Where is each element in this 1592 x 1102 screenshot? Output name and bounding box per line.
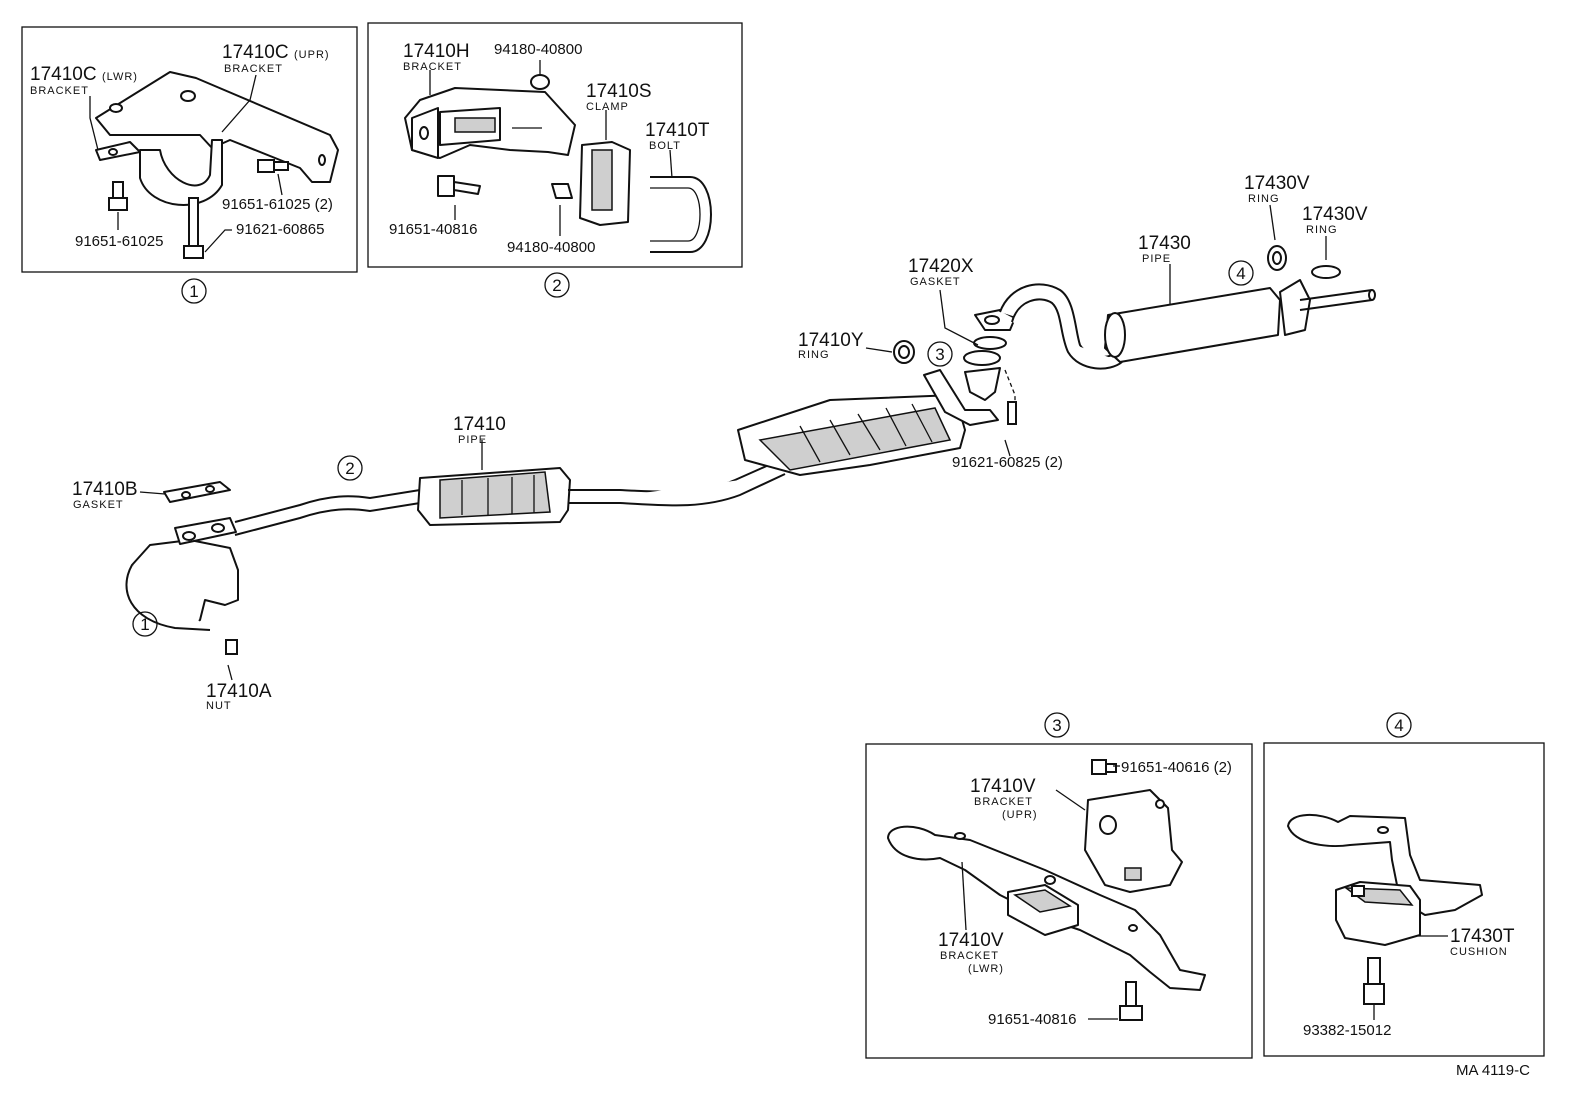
part-17430v-b-name: RING (1306, 224, 1338, 236)
part-17410v-lwr-number: 17410V (938, 930, 1004, 951)
part-17410s-name: CLAMP (586, 101, 629, 113)
front-pipe-drawing (125, 481, 421, 655)
part-17430-number: 17430 (1138, 233, 1191, 254)
callout-4-main-number: 4 (1236, 264, 1245, 283)
part-17410v-lwr-name: BRACKET (940, 950, 999, 962)
part-17410c-lwr-number: 17410C (30, 64, 97, 85)
muffler-drawing (737, 340, 1017, 476)
catalytic-pipe-17410-drawing (417, 459, 786, 526)
part-94180-40800-b: 94180-40800 (507, 239, 595, 256)
callout-2-main-number: 2 (345, 459, 354, 478)
bracket-17410c-drawing (95, 71, 339, 259)
part-17430t-name: CUSHION (1450, 946, 1508, 958)
part-17420x-name: GASKET (910, 276, 961, 288)
cushion-17430t-drawing (1287, 813, 1483, 1005)
part-17410t-name: BOLT (649, 140, 681, 152)
part-93382-15012: 93382-15012 (1303, 1022, 1391, 1039)
callout-4-box-number: 4 (1394, 716, 1403, 735)
part-91621-60865: 91621-60865 (236, 221, 324, 238)
callout-1-top: 1 (181, 278, 207, 304)
part-91621-60825: 91621-60825 (2) (952, 454, 1063, 471)
part-17410c-upr-suffix: (UPR) (294, 49, 330, 61)
detail-box-3 (865, 743, 1253, 1059)
part-17410-number: 17410 (453, 414, 506, 435)
part-91651-61025: 91651-61025 (75, 233, 163, 250)
callout-1-main: 1 (132, 611, 158, 637)
part-17410b-number: 17410B (72, 479, 138, 500)
callout-1-top-number: 1 (189, 282, 198, 301)
part-17410h-name: BRACKET (403, 61, 462, 73)
callout-3-main: 3 (927, 341, 953, 367)
part-17410v-upr-number: 17410V (970, 776, 1036, 797)
part-17410c-upr-number: 17410C (222, 42, 289, 63)
part-17410v-lwr-suffix: (LWR) (968, 963, 1004, 975)
part-17410c-lwr-suffix: (LWR) (102, 71, 138, 83)
part-91651-40816-a: 91651-40816 (389, 221, 477, 238)
part-17430v-b-number: 17430V (1302, 204, 1368, 225)
part-17430v-a-name: RING (1248, 193, 1280, 205)
part-17430v-a-number: 17430V (1244, 173, 1310, 194)
part-17410b-name: GASKET (73, 499, 124, 511)
part-91651-40816-b: 91651-40816 (988, 1011, 1076, 1028)
detail-box-4 (1263, 742, 1545, 1057)
detail-box-1 (21, 26, 358, 273)
part-17430t-number: 17430T (1450, 926, 1515, 947)
part-17410a-number: 17410A (206, 681, 272, 702)
part-94180-40800-a: 94180-40800 (494, 41, 582, 58)
part-17410c-upr-name: BRACKET (224, 63, 283, 75)
callout-2-top-number: 2 (552, 276, 561, 295)
callout-2-main: 2 (337, 455, 363, 481)
part-17410c-lwr-name: BRACKET (30, 85, 89, 97)
callout-1-main-number: 1 (140, 615, 149, 634)
tail-pipe-17430-drawing (973, 245, 1376, 370)
detail-box-2 (367, 22, 743, 268)
part-17410-name: PIPE (458, 434, 487, 446)
part-17410v-upr-suffix: (UPR) (1002, 809, 1038, 821)
part-17410h-number: 17410H (403, 41, 470, 62)
part-17410y-number: 17410Y (798, 330, 864, 351)
callout-4-box: 4 (1386, 712, 1412, 738)
part-17410v-upr-name: BRACKET (974, 796, 1033, 808)
callout-3-main-number: 3 (935, 345, 944, 364)
part-17410y-name: RING (798, 349, 830, 361)
bracket-17410v-drawing (887, 759, 1206, 1021)
part-17420x-number: 17420X (908, 256, 974, 277)
part-17410a-name: NUT (206, 700, 232, 712)
callout-3-box-number: 3 (1052, 716, 1061, 735)
callout-2-top: 2 (544, 272, 570, 298)
bracket-17410h-drawing (404, 74, 712, 253)
part-17410s-number: 17410S (586, 81, 652, 102)
diagram-id: MA 4119-C (1456, 1062, 1530, 1079)
part-91651-40616: 91651-40616 (2) (1121, 759, 1232, 776)
part-91651-61025-2: 91651-61025 (2) (222, 196, 333, 213)
callout-4-main: 4 (1228, 260, 1254, 286)
callout-3-box: 3 (1044, 712, 1070, 738)
part-17410t-number: 17410T (645, 120, 710, 141)
part-17430-name: PIPE (1142, 253, 1171, 265)
